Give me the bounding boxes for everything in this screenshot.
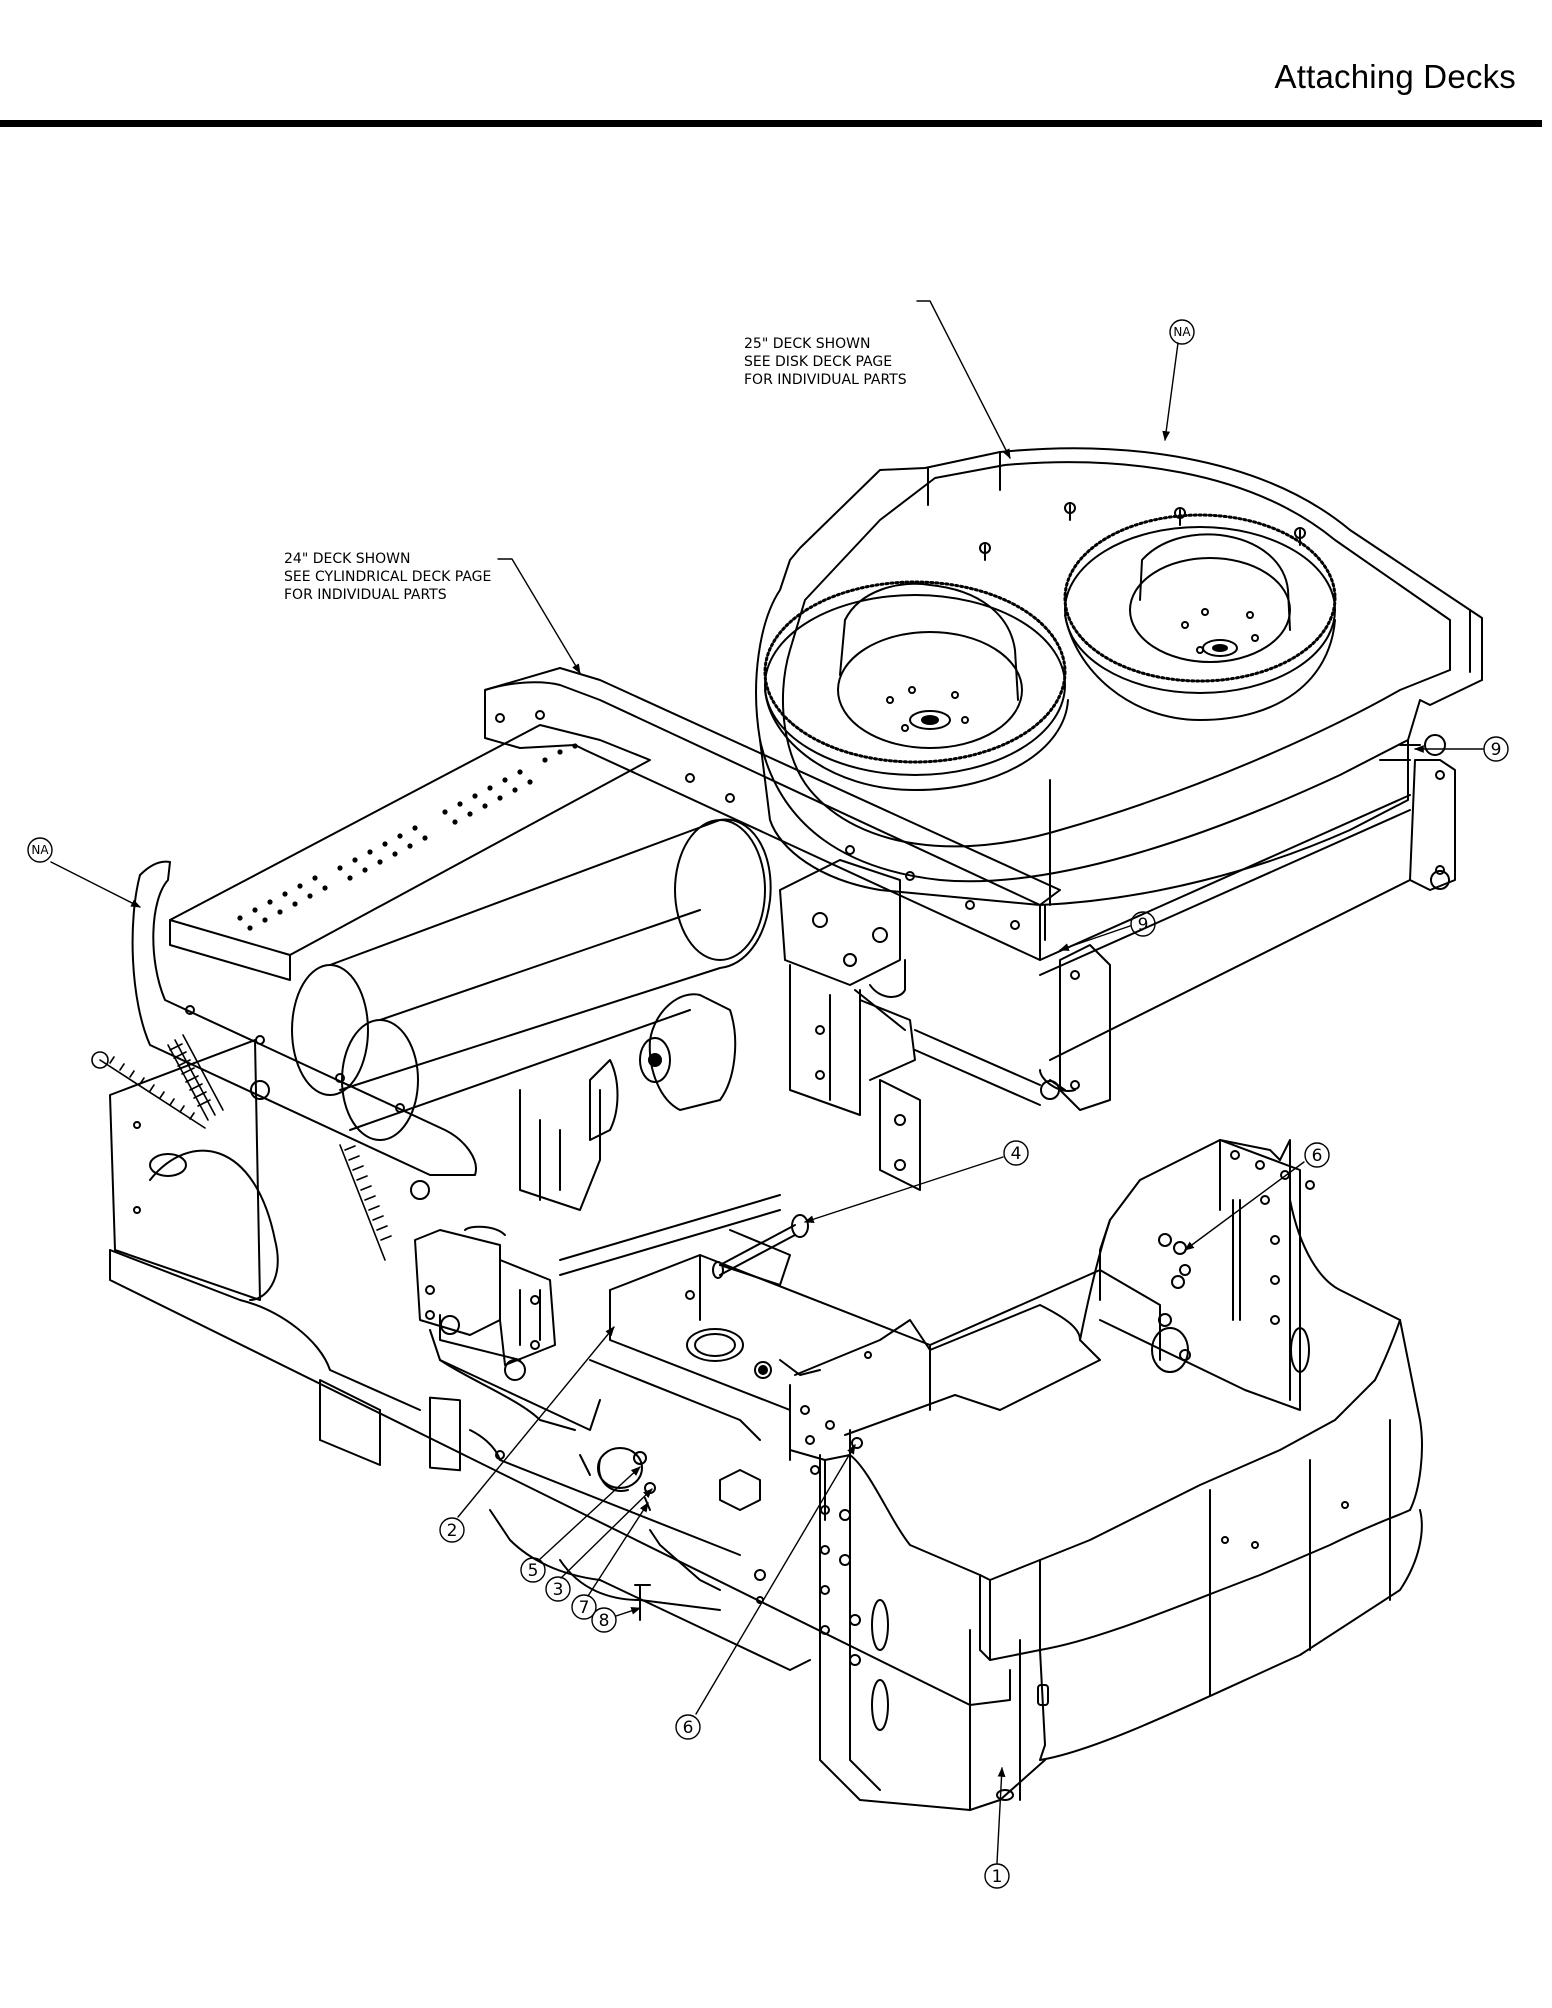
cylindrical-deck xyxy=(91,667,1061,1301)
callout-3: 3 xyxy=(545,1576,571,1602)
header-rule xyxy=(0,120,1542,127)
disk-deck xyxy=(755,447,1483,941)
tractor-frame xyxy=(109,1139,1423,1811)
callout-8: 8 xyxy=(591,1607,617,1633)
disk-blade-right xyxy=(1063,513,1337,721)
callout-4: 4 xyxy=(1003,1140,1029,1166)
callout-na-top: NA xyxy=(1169,319,1195,345)
callout-9-upper-label: 9 xyxy=(1491,740,1502,760)
disk-deck-lip xyxy=(927,451,1483,681)
callout-na-top-label: NA xyxy=(1173,325,1191,339)
callout-6-right-label: 6 xyxy=(1312,1146,1323,1166)
cylinder-rear-guard xyxy=(131,860,477,1176)
callout-6-right: 6 xyxy=(1304,1142,1330,1168)
callout-8-label: 8 xyxy=(599,1611,610,1631)
callout-na-left-label: NA xyxy=(31,843,49,857)
cylindrical-deck-note-line-1: 24" DECK SHOWN xyxy=(284,551,411,567)
callout-7-label: 7 xyxy=(579,1598,590,1618)
cylindrical-deck-note: 24" DECK SHOWN SEE CYLINDRICAL DECK PAGE… xyxy=(284,551,491,603)
callout-5: 5 xyxy=(520,1557,546,1583)
callout-2-label: 2 xyxy=(447,1521,458,1541)
callout-1: 1 xyxy=(984,1863,1010,1889)
cylinder-motor xyxy=(519,993,737,1211)
callout-1-label: 1 xyxy=(992,1867,1003,1887)
callout-leaders xyxy=(50,342,1484,1864)
callout-7: 7 xyxy=(571,1594,597,1620)
deck-springs xyxy=(91,1034,392,1261)
callout-5-label: 5 xyxy=(528,1561,539,1581)
disk-deck-note-line-3: FOR INDIVIDUAL PARTS xyxy=(744,372,907,388)
disk-deck-note-line-1: 25" DECK SHOWN xyxy=(744,336,871,352)
callout-4-label: 4 xyxy=(1011,1144,1022,1164)
callout-6-bottom: 6 xyxy=(675,1714,701,1740)
cylinder-guard-bar xyxy=(484,681,1041,961)
note-leaders xyxy=(497,300,1011,674)
disk-blade-left xyxy=(763,580,1069,791)
cylinder-side-plate-left xyxy=(109,1039,261,1301)
callout-9-lower: 9 xyxy=(1130,911,1156,937)
left-hitch xyxy=(414,1194,781,1381)
callout-6-bottom-label: 6 xyxy=(683,1718,694,1738)
callout-9-lower-label: 9 xyxy=(1138,915,1149,935)
disk-deck-note: 25" DECK SHOWN SEE DISK DECK PAGE FOR IN… xyxy=(744,336,907,388)
callout-na-left: NA xyxy=(27,837,53,863)
callout-9-upper: 9 xyxy=(1483,736,1509,762)
callout-3-label: 3 xyxy=(553,1580,564,1600)
right-hitch xyxy=(1039,734,1456,1111)
cover-perforations xyxy=(237,743,578,931)
center-hitch xyxy=(779,859,1041,1191)
disk-deck-body xyxy=(759,739,1409,906)
page-header: Attaching Decks xyxy=(0,0,1552,130)
cylindrical-deck-note-line-2: SEE CYLINDRICAL DECK PAGE xyxy=(284,569,491,585)
cylinder-top-cover xyxy=(169,724,651,956)
disk-deck-guard xyxy=(755,447,1483,883)
disk-deck-guard-inner xyxy=(781,461,1451,848)
cylindrical-deck-note-line-3: FOR INDIVIDUAL PARTS xyxy=(284,587,447,603)
cylinder-rollers xyxy=(291,818,772,1141)
callout-2: 2 xyxy=(439,1517,465,1543)
page-title: Attaching Decks xyxy=(1274,58,1516,95)
disk-deck-note-line-2: SEE DISK DECK PAGE xyxy=(744,354,892,370)
